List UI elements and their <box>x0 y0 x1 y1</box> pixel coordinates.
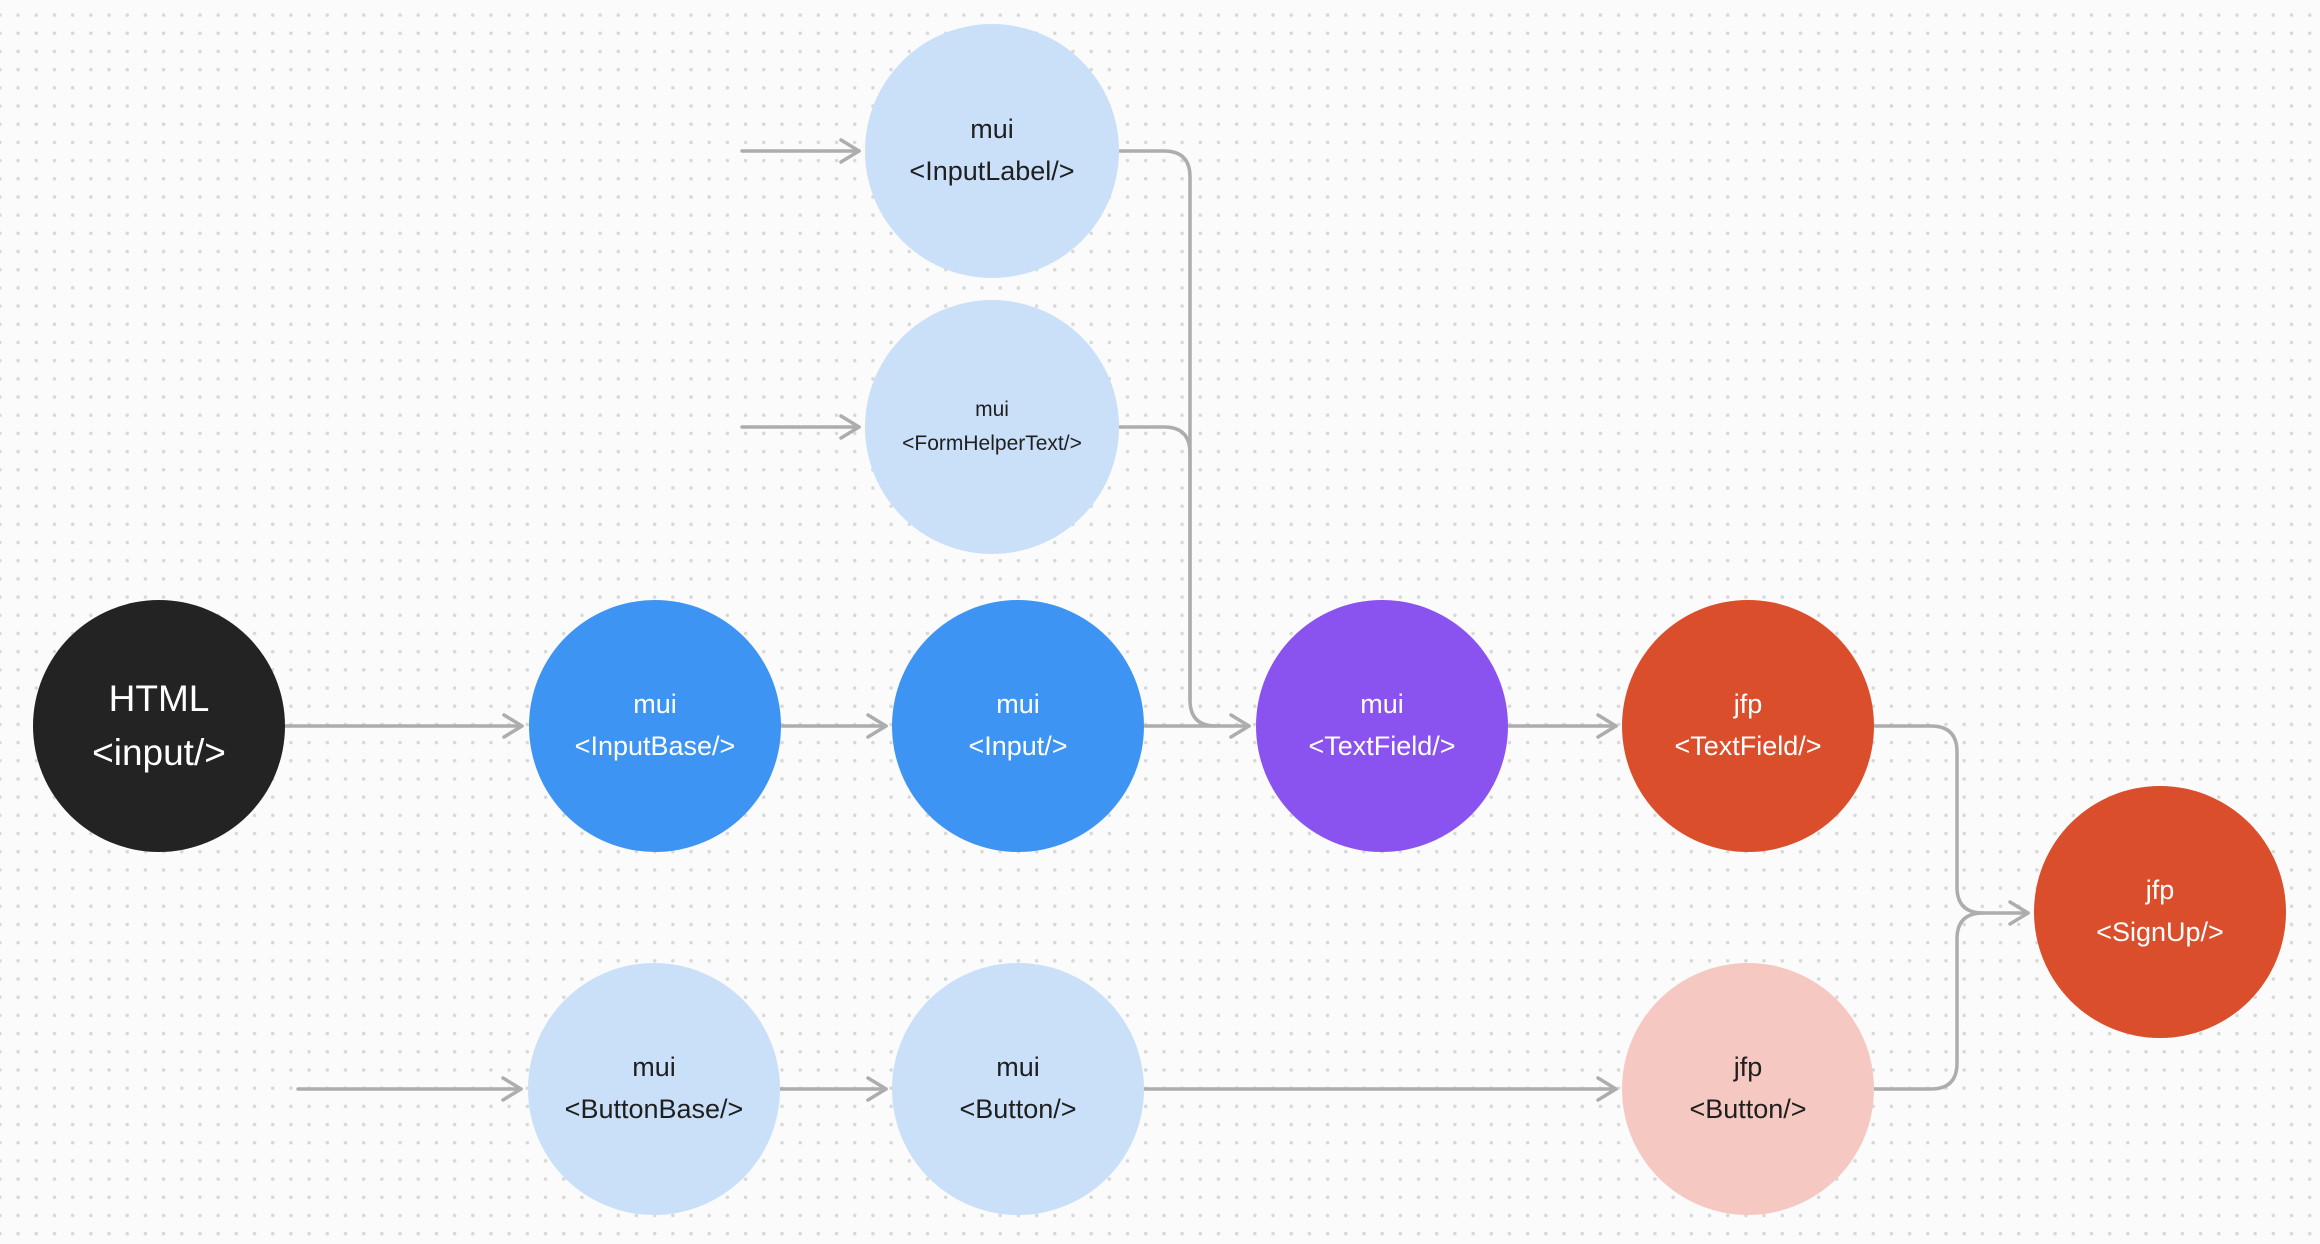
node-label-bottom: <Button/> <box>959 1094 1077 1124</box>
node-jfp-textfield[interactable]: jfp <TextField/> <box>1622 600 1874 852</box>
node-label-top: jfp <box>1733 689 1763 720</box>
node-label-bottom: <Button/> <box>1689 1094 1807 1124</box>
node-label-bottom: <Input/> <box>968 731 1068 761</box>
edge-jfpbutton-to-signup <box>1873 911 1985 1091</box>
node-label-top: mui <box>633 689 677 720</box>
node-label-bottom: <FormHelperText/> <box>902 432 1082 455</box>
node-html-input[interactable]: HTML <input/> <box>33 600 285 852</box>
node-mui-formhelpertext[interactable]: mui <FormHelperText/> <box>865 300 1119 554</box>
node-mui-textfield[interactable]: mui <TextField/> <box>1256 600 1508 852</box>
node-mui-buttonbase[interactable]: mui <ButtonBase/> <box>528 963 780 1215</box>
edge-jfptextfield-to-signup <box>1873 724 2030 926</box>
node-label-top: mui <box>996 1052 1040 1083</box>
node-jfp-signup[interactable]: jfp <SignUp/> <box>2034 786 2286 1038</box>
node-label-bottom: <InputBase/> <box>574 731 736 761</box>
node-mui-input[interactable]: mui <Input/> <box>892 600 1144 852</box>
node-label-bottom: <SignUp/> <box>2096 917 2224 947</box>
edge-formhelpertext-to-textfield <box>1118 425 1192 702</box>
node-label-top: mui <box>975 397 1009 421</box>
node-mui-inputbase[interactable]: mui <InputBase/> <box>529 600 781 852</box>
node-label-bottom: <input/> <box>92 732 226 773</box>
node-label-bottom: <InputLabel/> <box>909 156 1075 186</box>
node-mui-button[interactable]: mui <Button/> <box>892 963 1144 1215</box>
node-jfp-button[interactable]: jfp <Button/> <box>1622 963 1874 1215</box>
edge-inputlabel-to-textfield <box>1118 149 1218 728</box>
node-label-top: mui <box>1360 689 1404 720</box>
node-label-bottom: <TextField/> <box>1674 731 1822 761</box>
node-label-top: jfp <box>1733 1052 1763 1083</box>
node-label-top: mui <box>996 689 1040 720</box>
node-label-top: mui <box>632 1052 676 1083</box>
node-label-bottom: <ButtonBase/> <box>564 1094 744 1124</box>
node-label-top: jfp <box>2145 875 2175 906</box>
node-label-top: HTML <box>108 677 210 719</box>
node-label-top: mui <box>970 114 1014 145</box>
node-label-bottom: <TextField/> <box>1308 731 1456 761</box>
node-mui-inputlabel[interactable]: mui <InputLabel/> <box>865 24 1119 278</box>
